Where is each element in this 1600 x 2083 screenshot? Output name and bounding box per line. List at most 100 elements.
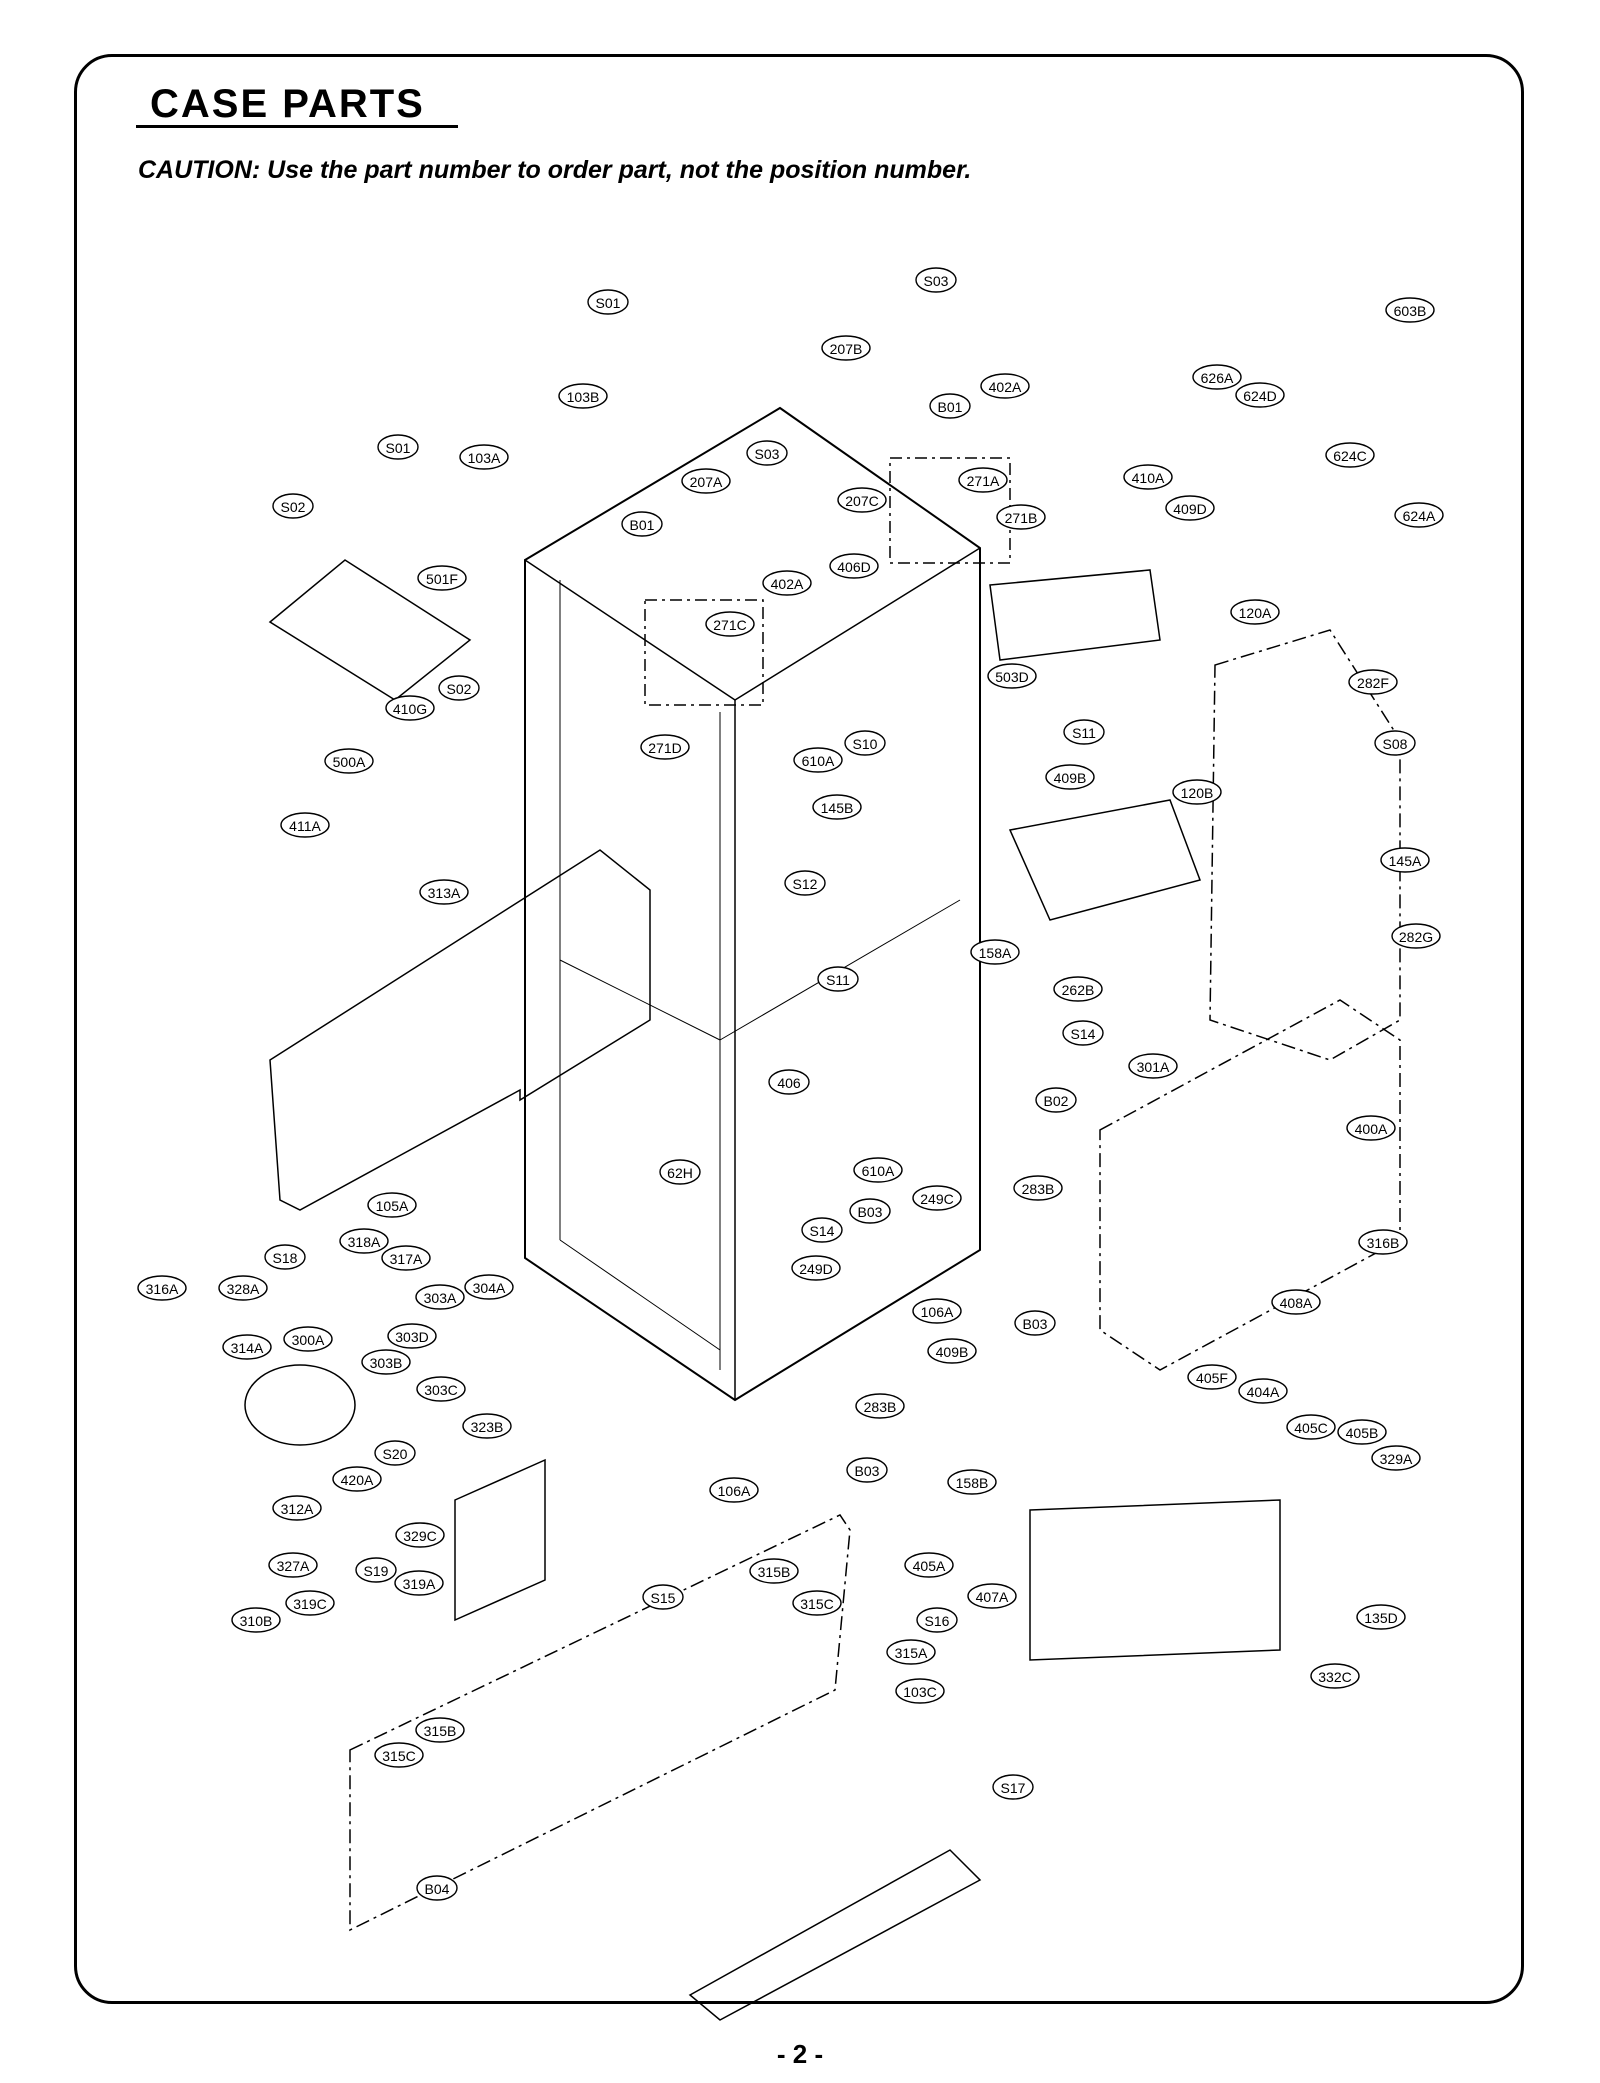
hinge-box-top [889,457,1011,564]
callout-label: 624D [1243,388,1276,404]
callout-label: B03 [855,1463,880,1479]
callout-label: 329A [1380,1451,1413,1467]
callout-label: 406 [777,1075,801,1091]
callout-310b: 310B [231,1607,281,1633]
caution-note: CAUTION: Use the part number to order pa… [138,156,972,184]
callout-bubble [395,1522,445,1548]
callout-bubble [837,487,887,513]
callout-145b: 145B [812,794,862,820]
callout-label: 207C [845,493,878,509]
callout-label: 408A [1280,1295,1313,1311]
callout-328a: 328A [218,1275,268,1301]
callout-bubble [280,812,330,838]
callout-106a: 106A [709,1477,759,1503]
callout-bubble [381,1245,431,1271]
callout-207a: 207A [681,468,731,494]
callout-bubble [1371,1445,1421,1471]
callout-label: 328A [227,1281,260,1297]
callout-bubble [1346,1115,1396,1141]
callout-label: 312A [281,1501,314,1517]
callout-label: S16 [925,1613,950,1629]
callout-s03: S03 [915,267,957,293]
callout-s19: S19 [355,1557,397,1583]
callout-bubble [846,1457,888,1483]
callout-402a: 402A [762,570,812,596]
callout-327a: 327A [268,1552,318,1578]
callout-624a: 624A [1394,502,1444,528]
callout-145a: 145A [1380,847,1430,873]
callout-label: 327A [277,1558,310,1574]
callout-bubble [1385,297,1435,323]
callout-bubble [912,1185,962,1211]
callout-303a: 303A [415,1284,465,1310]
callout-s10: S10 [844,730,886,756]
callout-b04: B04 [416,1875,458,1901]
callout-label: 624A [1403,508,1436,524]
callout-label: S11 [826,972,850,988]
callout-bubble [1394,502,1444,528]
callout-402a: 402A [980,373,1030,399]
callout-label: 407A [976,1589,1009,1605]
page-frame [74,54,1524,2004]
callout-bubble [1238,1378,1288,1404]
callout-bubble [361,1349,411,1375]
callout-314a: 314A [222,1334,272,1360]
callout-label: 120A [1239,605,1272,621]
callout-label: 135D [1364,1610,1397,1626]
condenser-coil [454,1458,546,1622]
callout-label: 610A [862,1163,895,1179]
callout-label: 62H [667,1165,693,1181]
title-underline [136,125,458,128]
callout-404a: 404A [1238,1378,1288,1404]
callout-bubble [829,553,879,579]
callout-bubble [929,393,971,419]
callout-label: 420A [341,1472,374,1488]
callout-626a: 626A [1192,364,1242,390]
callout-120b: 120B [1172,779,1222,805]
callout-bubble [784,870,826,896]
callout-bubble [958,467,1008,493]
callout-label: 303B [370,1355,403,1371]
callout-bubble [268,1552,318,1578]
callout-bubble [1235,382,1285,408]
callout-bubble [394,1570,444,1596]
callout-label: 271A [967,473,1000,489]
callout-label: B02 [1044,1093,1069,1109]
callout-bubble [324,748,374,774]
callout-bubble [967,1583,1017,1609]
callout-label: 303C [424,1382,457,1398]
callout-bubble [415,1717,465,1743]
callout-bubble [222,1334,272,1360]
callout-316b: 316B [1358,1229,1408,1255]
callout-label: 411A [289,818,321,834]
callout-bubble [285,1590,335,1616]
callout-323b: 323B [462,1413,512,1439]
callout-label: 404A [1247,1384,1280,1400]
callout-label: S02 [281,499,306,515]
compressor [244,1364,356,1446]
callout-411a: 411A [280,812,330,838]
callout-label: 271C [713,617,746,633]
callout-label: 249D [799,1261,832,1277]
callout-label: 610A [802,753,835,769]
callout-409b: 409B [1045,764,1095,790]
callout-bubble [1271,1289,1321,1315]
callout-label: 319A [403,1576,436,1592]
callout-bubble [642,1584,684,1610]
callout-s08: S08 [1374,730,1416,756]
callout-s01: S01 [377,434,419,460]
callout-label: 310B [240,1613,273,1629]
callout-label: 409B [936,1344,969,1360]
lamp-shield [1008,799,1201,921]
callout-bubble [339,1228,389,1254]
callout-b03: B03 [1014,1310,1056,1336]
callout-bubble [947,1469,997,1495]
callout-103c: 103C [895,1678,945,1704]
callout-bubble [462,1413,512,1439]
callout-bubble [996,504,1046,530]
callout-label: 501F [426,571,458,587]
callout-319a: 319A [394,1570,444,1596]
callout-410g: 410G [385,695,435,721]
callout-bubble [1380,847,1430,873]
